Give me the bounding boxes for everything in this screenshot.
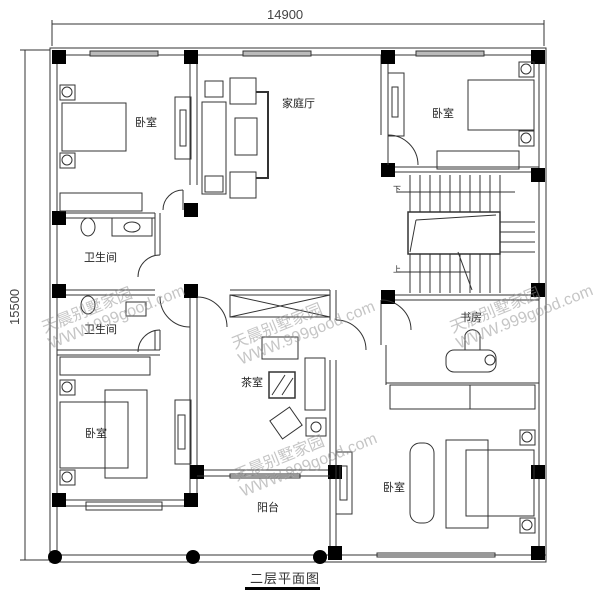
dimension-height-label: 15500: [7, 288, 22, 325]
room-label-study: 书房: [460, 311, 482, 324]
bed-ne: [387, 61, 535, 170]
room-label-bathroom-2: 卫生间: [84, 323, 117, 336]
structural-columns: [48, 50, 545, 564]
tea-room-furniture: [229, 294, 331, 440]
room-label-family-hall: 家庭厅: [282, 97, 315, 110]
room-label-bathroom-1: 卫生间: [84, 251, 117, 264]
dimension-line-width: [51, 20, 545, 46]
stair-down-label: 下: [393, 185, 401, 194]
bed-nw: [59, 84, 192, 212]
room-label-bedroom-nw: 卧室: [135, 116, 157, 129]
bed-se: [335, 429, 536, 558]
study-desk: [389, 329, 536, 410]
staircase: [397, 175, 535, 293]
room-label-tea-room: 茶室: [241, 376, 263, 389]
room-label-bedroom-sw: 卧室: [85, 427, 107, 440]
room-label-bedroom-se: 卧室: [383, 481, 405, 494]
title-underline: [245, 587, 320, 590]
dimension-line-height: [20, 49, 50, 561]
bathroom-fixtures: [59, 217, 153, 376]
doors: [137, 134, 419, 353]
stair-up-label: 上: [393, 265, 401, 274]
drawing-title: 二层平面图: [250, 572, 321, 587]
sofa-set-family-hall: [201, 77, 269, 199]
dimension-width-label: 14900: [267, 7, 304, 22]
room-label-balcony: 阳台: [257, 501, 279, 514]
balcony-window: [197, 473, 330, 479]
room-label-bedroom-ne: 卧室: [432, 107, 454, 120]
bed-sw: [59, 379, 192, 511]
top-windows: [89, 50, 485, 57]
